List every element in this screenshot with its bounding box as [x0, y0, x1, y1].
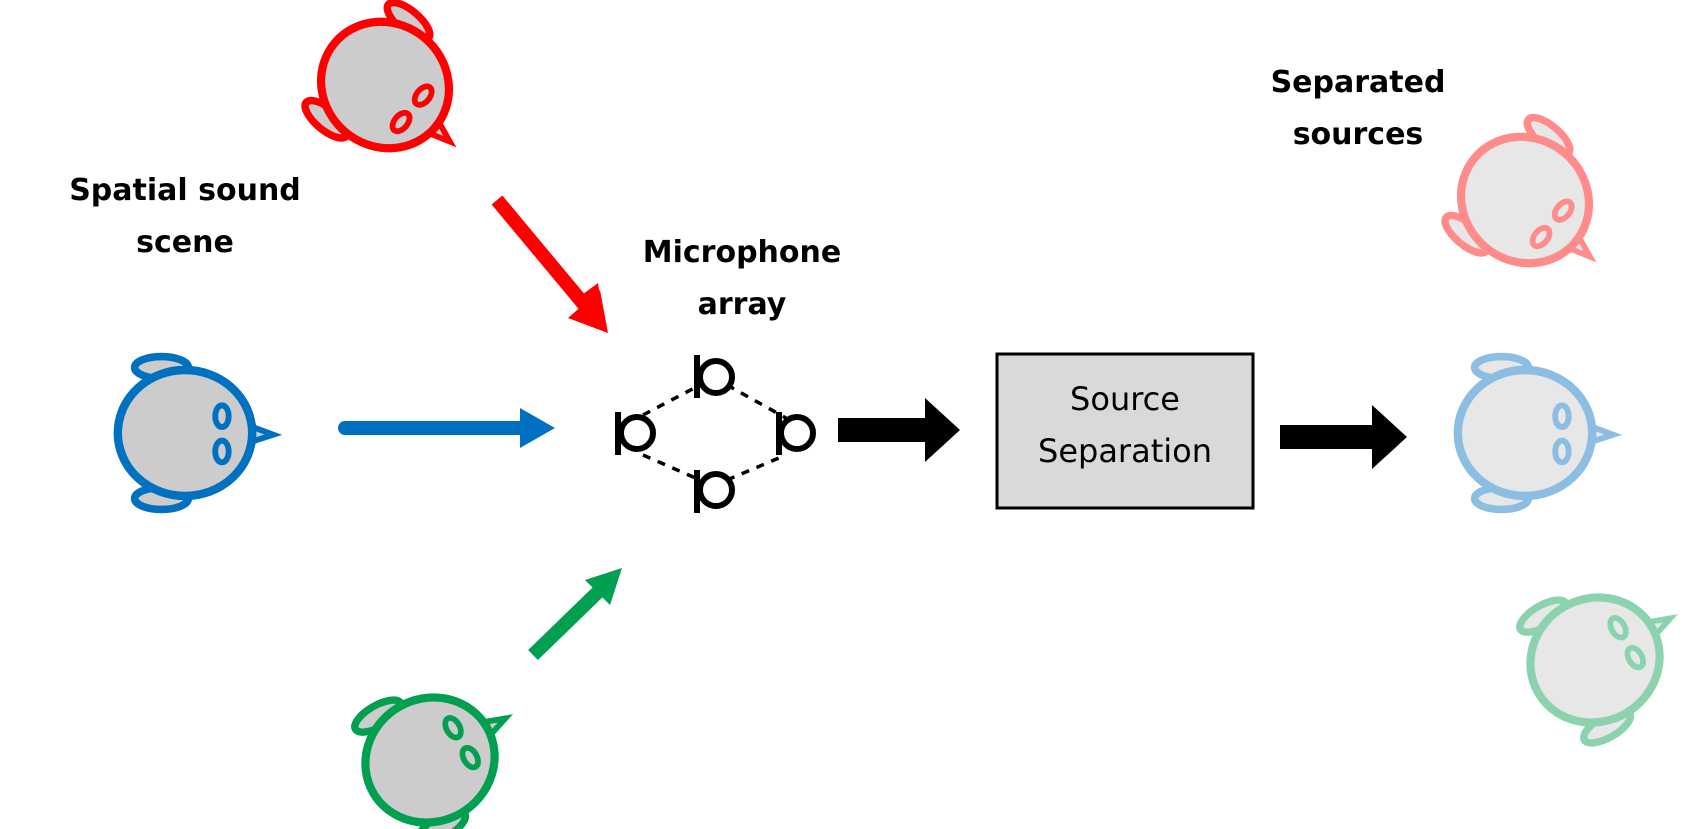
- green-arrow: [528, 568, 622, 661]
- blue-arrow: [338, 408, 555, 448]
- separated-label-line1: Separated: [1271, 65, 1446, 100]
- blue-source-icon: [117, 356, 274, 510]
- red-source-icon: [286, 0, 499, 198]
- microphone-icon: [694, 470, 735, 513]
- scene-label-line2: scene: [136, 225, 234, 260]
- mic-to-box-arrow: [838, 398, 960, 462]
- microphone-array: [615, 355, 816, 513]
- red-arrow: [491, 195, 608, 333]
- separated-blue-source-icon: [1457, 356, 1614, 510]
- mic-label-line1: Microphone: [643, 235, 841, 270]
- source-separation-box: Source Separation: [995, 352, 1255, 510]
- green-source-icon: [335, 652, 542, 829]
- box-to-output-arrow: [1280, 405, 1407, 469]
- separated-label-line2: sources: [1293, 117, 1424, 152]
- box-label-line2: Separation: [1038, 432, 1212, 470]
- microphone-icon: [615, 412, 656, 455]
- separated-green-source-icon: [1500, 552, 1689, 758]
- mic-label-line2: array: [698, 287, 787, 322]
- microphone-icon: [694, 355, 735, 398]
- box-label-line1: Source: [1070, 380, 1180, 418]
- scene-label-line1: Spatial sound: [69, 173, 301, 208]
- separated-red-source-icon: [1426, 100, 1639, 313]
- microphone-icon: [776, 412, 816, 455]
